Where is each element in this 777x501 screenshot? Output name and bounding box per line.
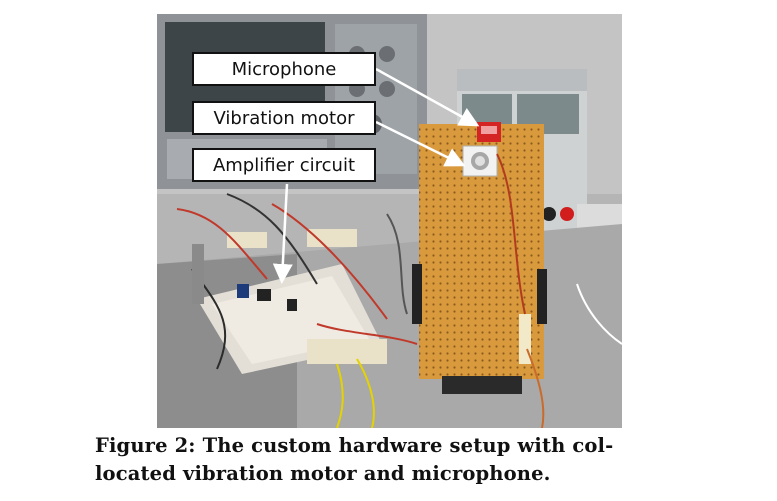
amplifier-circuit-label: Amplifier circuit [192,148,376,182]
caption-line-1: Figure 2: The custom hardware setup with… [95,432,695,460]
caption-text-1: The custom hardware setup with col- [195,434,614,457]
caption-prefix: Figure 2: [95,434,196,457]
figure-photo [157,14,622,428]
microphone-module [477,122,501,142]
figure-caption: Figure 2: The custom hardware setup with… [95,432,695,488]
vibration-motor [462,145,498,177]
caption-line-2: located vibration motor and microphone. [95,462,551,485]
vibration-motor-label: Vibration motor [192,101,376,135]
callout-arrows [272,67,480,284]
microphone-label: Microphone [192,52,376,86]
breadboard [197,229,387,374]
